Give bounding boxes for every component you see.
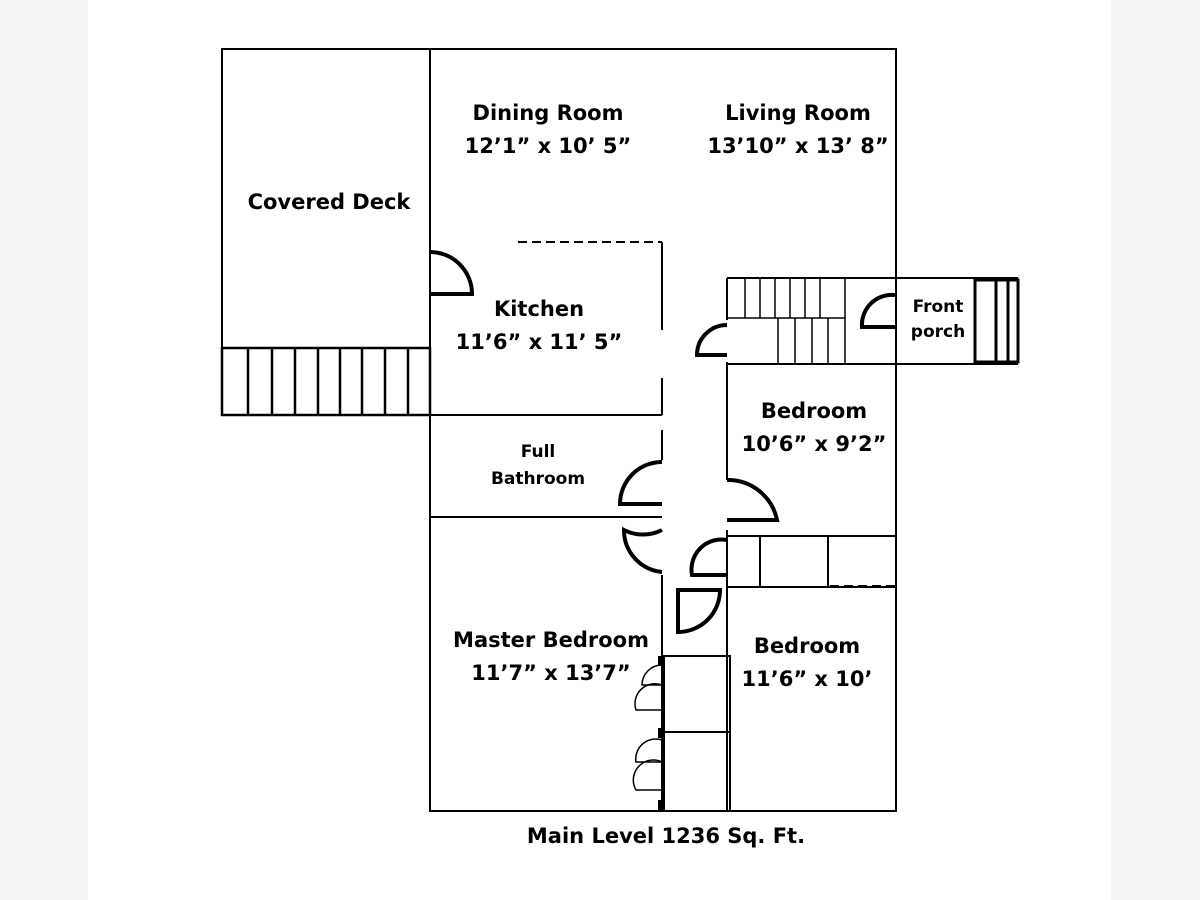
bedroom2-dims: 11’6” x 10’ (741, 667, 873, 691)
bath-door-upper (617, 460, 663, 506)
deck-outline (221, 48, 430, 416)
closet-door (689, 537, 728, 577)
bedroom1-door (726, 477, 780, 522)
closet-bifold-doors (632, 664, 663, 791)
porch-door (859, 292, 896, 329)
master-closet (663, 655, 731, 812)
master-bedroom-name: Master Bedroom (453, 628, 649, 652)
kitchen-name: Kitchen (493, 297, 585, 321)
bedroom2-door (676, 588, 723, 635)
interior-stairs (727, 277, 846, 364)
deck-steps (220, 346, 432, 417)
front-porch-steps (973, 278, 1020, 364)
living-room-name: Living Room (725, 101, 871, 125)
walls (221, 48, 1018, 812)
front-porch-label-line2: porch (910, 322, 966, 342)
bath-door-lower (621, 526, 663, 574)
bathroom-label-line1: Full (520, 442, 556, 462)
counters (518, 241, 896, 587)
deck-steps-outline (220, 346, 432, 417)
living-room-dims: 13’10” x 13’ 8” (707, 134, 889, 158)
kitchen-dims: 11’6” x 11’ 5” (455, 330, 623, 354)
bedroom1-name: Bedroom (760, 399, 868, 423)
bedroom1-dims: 10’6” x 9’2” (741, 432, 887, 456)
doors (429, 250, 896, 635)
dining-room-name: Dining Room (472, 101, 624, 125)
front-porch-label-line1: Front (912, 297, 964, 317)
covered-deck-name: Covered Deck (247, 190, 411, 214)
dining-room-dims: 12’1” x 10’ 5” (464, 134, 632, 158)
bedroom2-name: Bedroom (753, 634, 861, 658)
floor-plan-caption: Main Level 1236 Sq. Ft. (526, 824, 806, 848)
bathroom-label-line2: Bathroom (490, 469, 586, 489)
deck-door (429, 250, 475, 296)
stair-door (694, 323, 728, 357)
floor-plan-canvas: Dining Room 12’1” x 10’ 5” Living Room 1… (88, 0, 1111, 900)
master-bedroom-dims: 11’7” x 13’7” (471, 661, 631, 685)
floor-plan-drawing (220, 48, 1020, 812)
closet-door-jambs (658, 656, 665, 810)
